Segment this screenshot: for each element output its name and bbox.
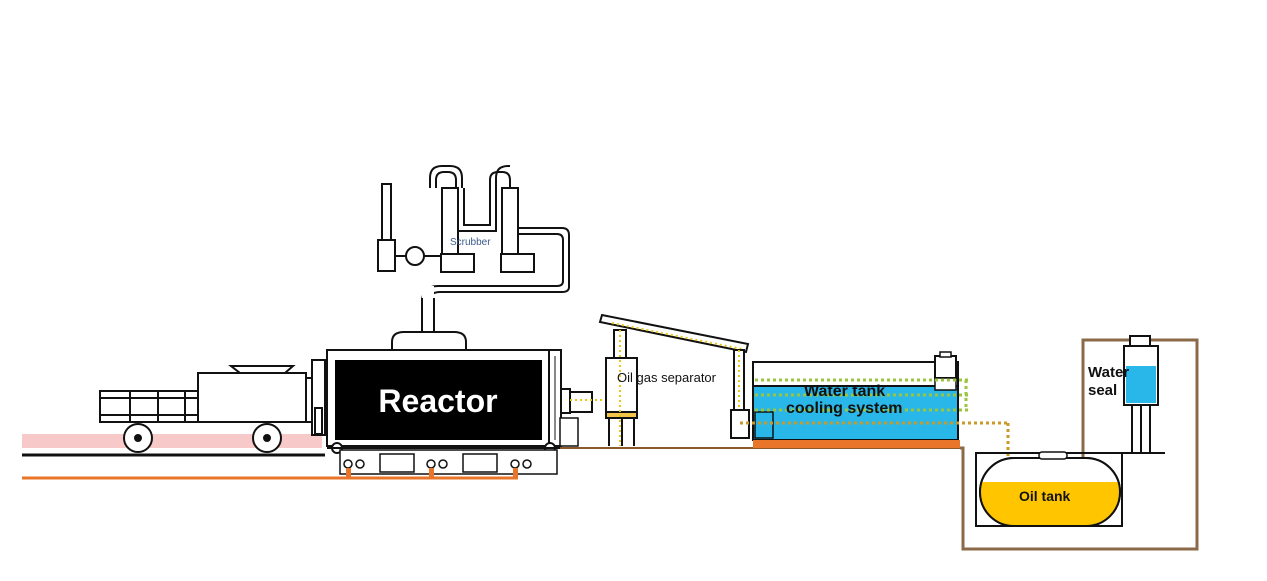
reactor xyxy=(326,349,593,478)
water-seal-fill xyxy=(1126,366,1156,403)
fan-icon xyxy=(405,246,425,266)
condenser-pipe xyxy=(598,313,750,439)
water-seal xyxy=(1123,335,1159,452)
oil-gas-separator-label: Oil gas separator xyxy=(617,370,717,385)
scrubber-unit xyxy=(377,165,570,350)
oil-fill xyxy=(980,482,1120,526)
ground-pink-band xyxy=(22,434,322,448)
scrubber-label: Scrubber xyxy=(450,237,491,248)
cooling-system-label: cooling system xyxy=(786,400,902,417)
water-tank xyxy=(740,351,1010,500)
water-seal-label-line2: seal xyxy=(1088,382,1117,399)
chimney xyxy=(381,183,392,241)
furnace-base xyxy=(339,449,558,475)
scrubber-column-right xyxy=(501,187,519,255)
oil-tank-label: Oil tank xyxy=(1019,488,1071,504)
reactor-label: Reactor xyxy=(378,383,497,419)
oil-tank xyxy=(975,451,1165,527)
pit xyxy=(960,338,1199,551)
feeder-cart xyxy=(99,359,326,453)
reactor-body xyxy=(335,360,542,440)
water-seal-label-line1: Water xyxy=(1088,364,1129,381)
water-tank-label: Water tank xyxy=(804,383,885,400)
oil-gas-separator xyxy=(605,329,638,446)
